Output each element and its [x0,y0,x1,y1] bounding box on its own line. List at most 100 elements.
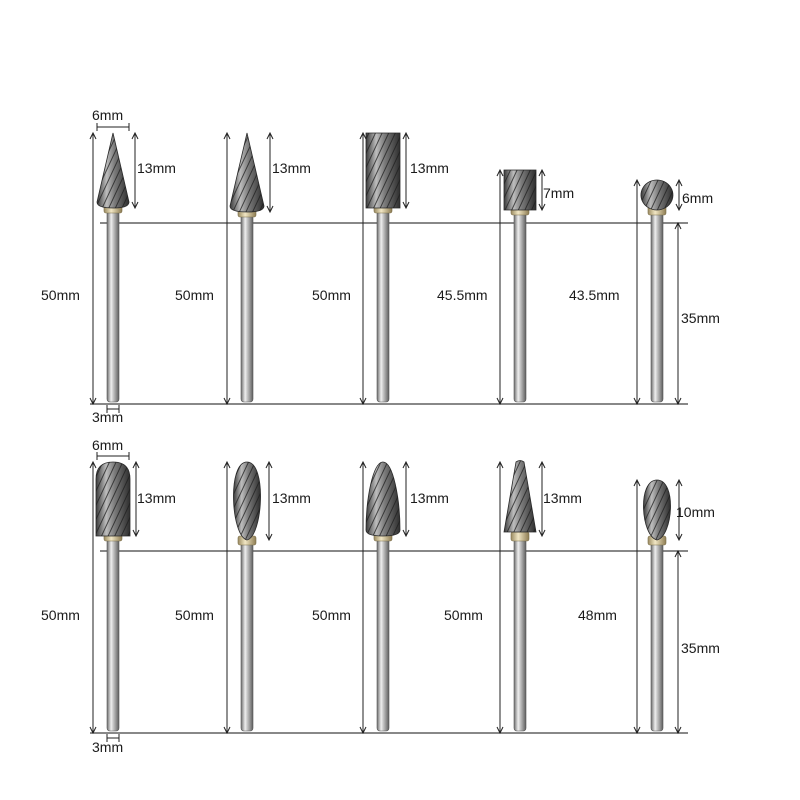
row1-bit2-total-label: 50mm [175,287,214,303]
row2-bit4 [503,460,537,732]
row1-bit3-shank [376,207,390,403]
row2-bit3-head-dim-arrow-bottom [402,529,410,538]
row1-shank-length-arrow-bottom [674,397,682,406]
row2-bit2-shank [240,539,254,732]
row1-bit4-head-label: 7mm [543,185,574,201]
row1-bit5-head-label: 6mm [682,190,713,206]
row1-shank-length-arrow-top [674,221,682,230]
row2-bit4-total-dim-arrow-bottom [496,726,504,735]
row1-bit1-head-label: 13mm [137,160,176,176]
row2-bit1-total-dim-arrow-top [89,460,97,469]
row2-bit2-total-label: 50mm [175,607,214,623]
row1-bit3-head-dim-arrow-bottom [402,201,410,210]
row2-bit4-head-label: 13mm [543,490,582,506]
row2-shank-length-arrow-top [674,549,682,558]
row2-shank-length-label: 35mm [681,640,720,656]
row1-bit2-shank [240,211,254,403]
row1-bit3-total-label: 50mm [312,287,351,303]
row1-width-label: 6mm [92,107,123,123]
row1-bit4-head-dim-arrow-top [538,168,546,177]
row1-bit1-head-dim-arrow-bottom [131,201,139,210]
row1-bit2-head-flutes [230,133,264,212]
row1-bit5-head-dim-arrow-bottom [675,203,683,212]
row2-bit2 [233,461,261,732]
row1-bit3-head-dim-arrow-top [402,131,410,140]
row2-bit3-head-label: 13mm [410,490,449,506]
row1-shank-length-label: 35mm [681,310,720,326]
row2-bit5-head-dim-arrow-top [675,478,683,487]
row2-bit2-head-label: 13mm [272,490,311,506]
row1-bit5-total-label: 43.5mm [569,287,620,303]
row1-bit5-shank [650,209,664,403]
row2-bit1-head-dim-arrow-bottom [132,529,140,538]
row2-bit2-head-flutes [233,462,261,540]
row2-bit2-total-dim-arrow-bottom [223,726,231,735]
row1-bit1 [96,132,130,403]
row2-bit5-total-dim-arrow-top [633,478,641,487]
row1-bit5 [640,179,674,403]
row2-bit3-total-dim-arrow-top [359,460,367,469]
row2-bit4-shank [513,535,527,732]
row1-bit1-total-label: 50mm [41,287,80,303]
row2-bit2-head-dim-arrow-bottom [265,533,273,542]
row1-bit2-head-label: 13mm [272,160,311,176]
row2-bit3-head-flutes [366,462,400,536]
row2-bit1-head-dim-arrow-top [132,460,140,469]
row1-bit1-total-dim-arrow-bottom [89,397,97,406]
row2-bit5-shank [650,539,664,732]
row1-bit4 [503,169,537,403]
row1-bit3-total-dim-arrow-top [359,131,367,140]
row2-shank-length-arrow-bottom [674,726,682,735]
row2-bit4-collar [510,531,530,542]
row1-bit4-total-dim-arrow-bottom [496,397,504,406]
row2-bit4-total-dim-arrow-top [496,460,504,469]
row2-bit4-head-flutes [504,460,536,532]
row2-bit1-total-label: 50mm [41,607,80,623]
row1-bit5-total-dim-arrow-bottom [633,397,641,406]
row2-bit4-total-label: 50mm [444,607,483,623]
row2-bit5-head-flutes [643,480,671,540]
row2-bit5 [643,479,671,732]
row2-labels: 13mm 50mm 13mm 50mm 13mm 50mm 13mm 50mm … [41,437,720,755]
row1-bit4-shank [513,209,527,403]
row2-bit1 [95,461,131,732]
row2-width-label: 6mm [92,437,123,453]
row1-bit1-total-dim-arrow-top [89,131,97,140]
row2-bit2-head-dim-arrow-top [265,460,273,469]
row1-bit1-head-dim-arrow-top [131,131,139,140]
row1-bit3-head-label: 13mm [410,160,449,176]
row1-bit3-total-dim-arrow-bottom [359,397,367,406]
row1-bit3 [365,132,401,403]
row1-bit2-total-dim-arrow-top [223,131,231,140]
row1-bit4-head-dim-arrow-bottom [538,203,546,212]
row1-shank-label: 3mm [92,409,123,425]
row1-bit3-head-flutes [366,133,400,208]
row1-bit5-head-dim-arrow-top [675,178,683,187]
row2-bit4-head-dim-arrow-bottom [538,529,546,538]
row2-shank-label: 3mm [92,739,123,755]
row1-bit4-head-flutes [504,170,536,210]
row2-bit4-head-dim-arrow-top [538,460,546,469]
row1-bit2 [229,132,265,403]
row1-bit2-head-dim-arrow-top [266,131,274,140]
row2-bit1-head-flutes [96,462,130,536]
row1-bit5-total-dim-arrow-top [633,178,641,187]
row2-bit1-shank [106,535,120,732]
row2-bit5-total-dim-arrow-bottom [633,726,641,735]
row2-bit3-total-dim-arrow-bottom [359,726,367,735]
row1-bit5-head-flutes [640,180,673,210]
row1-bit4-total-label: 45.5mm [437,287,488,303]
row1-bit2-total-dim-arrow-bottom [223,397,231,406]
row1-bit1-head-flutes [97,133,129,208]
row2-bit3-shank [376,535,390,732]
row1-labels: 13mm 50mm 13mm 50mm 13mm 50mm 7mm 45.5mm… [41,107,720,425]
row2-bit1-total-dim-arrow-bottom [89,726,97,735]
row1-bit4-total-dim-arrow-top [496,168,504,177]
row2-bit5-total-label: 48mm [578,607,617,623]
row2-bit2-total-dim-arrow-top [223,460,231,469]
row2-bit1-head-label: 13mm [137,490,176,506]
row2-bit3-head-dim-arrow-top [402,460,410,469]
row1-bit1-shank [106,207,120,403]
row2-bit5-head-label: 10mm [676,504,715,520]
